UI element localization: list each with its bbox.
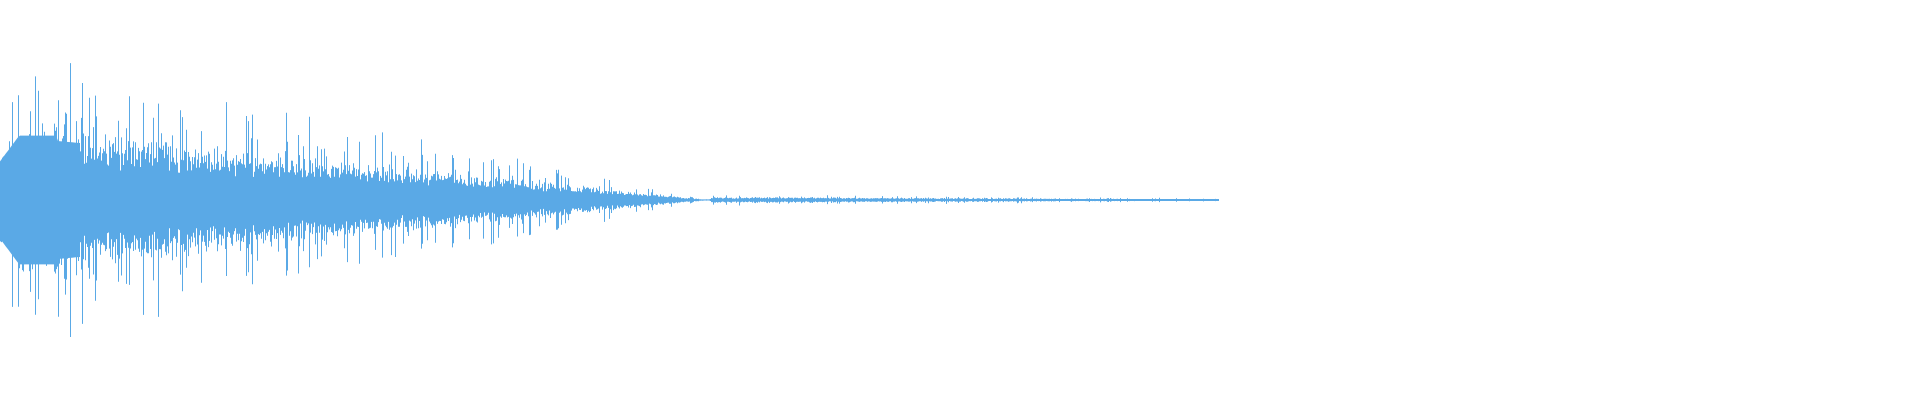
waveform-core xyxy=(0,135,80,265)
waveform-bars xyxy=(0,63,1219,337)
